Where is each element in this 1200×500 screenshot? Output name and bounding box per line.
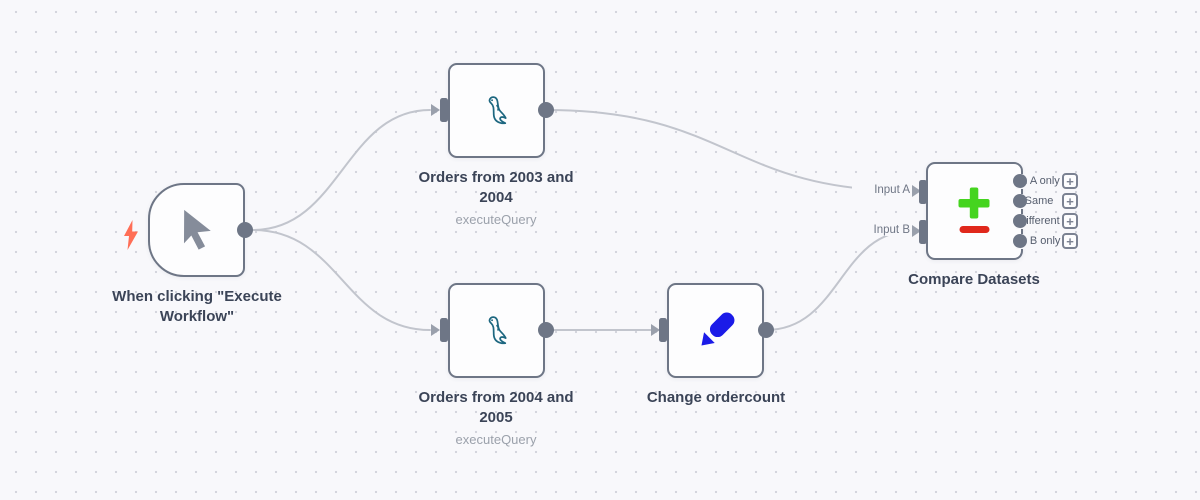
compare-output-port-a-only[interactable] [1013,174,1027,188]
compare-input-b-port[interactable] [919,220,927,244]
compare-output-port-different[interactable] [1013,214,1027,228]
compare-plus-icon [958,187,989,219]
lightning-trigger-icon [124,220,138,250]
node-label-mysql2: Orders from 2004 and 2005 executeQuery [406,388,586,448]
node-subtitle-mysql2: executeQuery [455,431,537,447]
compare-output-label-different: Different [1016,214,1062,229]
compare-input-a-port[interactable] [919,180,927,204]
node-label-mysql1: Orders from 2003 and 2004 executeQuery [406,168,586,228]
node-mysql-orders-2004-2005[interactable] [448,283,545,378]
add-node-button-same[interactable]: + [1062,193,1078,209]
compare-input-a-label: Input A [852,184,912,196]
compare-output-label-b-only: In B only [1016,234,1062,249]
compare-input-b-label: Input B [852,224,912,236]
node-compare-datasets[interactable] [926,162,1023,260]
pencil-icon [700,312,734,346]
mysql-dolphin-icon [488,315,507,344]
arrowhead-icons [431,104,921,336]
edit-output-port[interactable] [758,322,774,338]
compare-output-port-b-only[interactable] [1013,234,1027,248]
cursor-icon [183,209,211,250]
edge-trigger-to-mysql1 [252,109,431,231]
node-label-trigger: When clicking "Execute Workflow" [112,288,282,325]
edit-input-port[interactable] [659,318,667,342]
add-node-button-different[interactable]: + [1062,213,1078,229]
compare-minus-icon [959,226,989,233]
compare-output-label-a-only: In A only [1016,174,1062,189]
plus-minus-icon [958,187,989,233]
mysql2-output-port[interactable] [538,322,554,338]
node-change-ordercount[interactable] [667,283,764,378]
trigger-output-port[interactable] [237,222,253,238]
mysql1-input-port[interactable] [440,98,448,122]
add-node-button-a-only[interactable]: + [1062,173,1078,189]
mysql2-input-port[interactable] [440,318,448,342]
edge-trigger-to-mysql2 [252,229,431,331]
node-label-compare: Compare Datasets [908,271,1040,288]
compare-output-port-same[interactable] [1013,194,1027,208]
compare-output-label-same: Same [1016,194,1062,209]
add-node-button-b-only[interactable]: + [1062,233,1078,249]
node-mysql-orders-2003-2004[interactable] [448,63,545,158]
edge-mysql1-to-compare-a [545,109,912,192]
node-label-edit: Change ordercount [646,389,786,406]
mysql-dolphin-icon [488,95,507,124]
node-subtitle-mysql1: executeQuery [455,211,537,227]
node-manual-trigger[interactable] [148,183,245,277]
mysql1-output-port[interactable] [538,102,554,118]
